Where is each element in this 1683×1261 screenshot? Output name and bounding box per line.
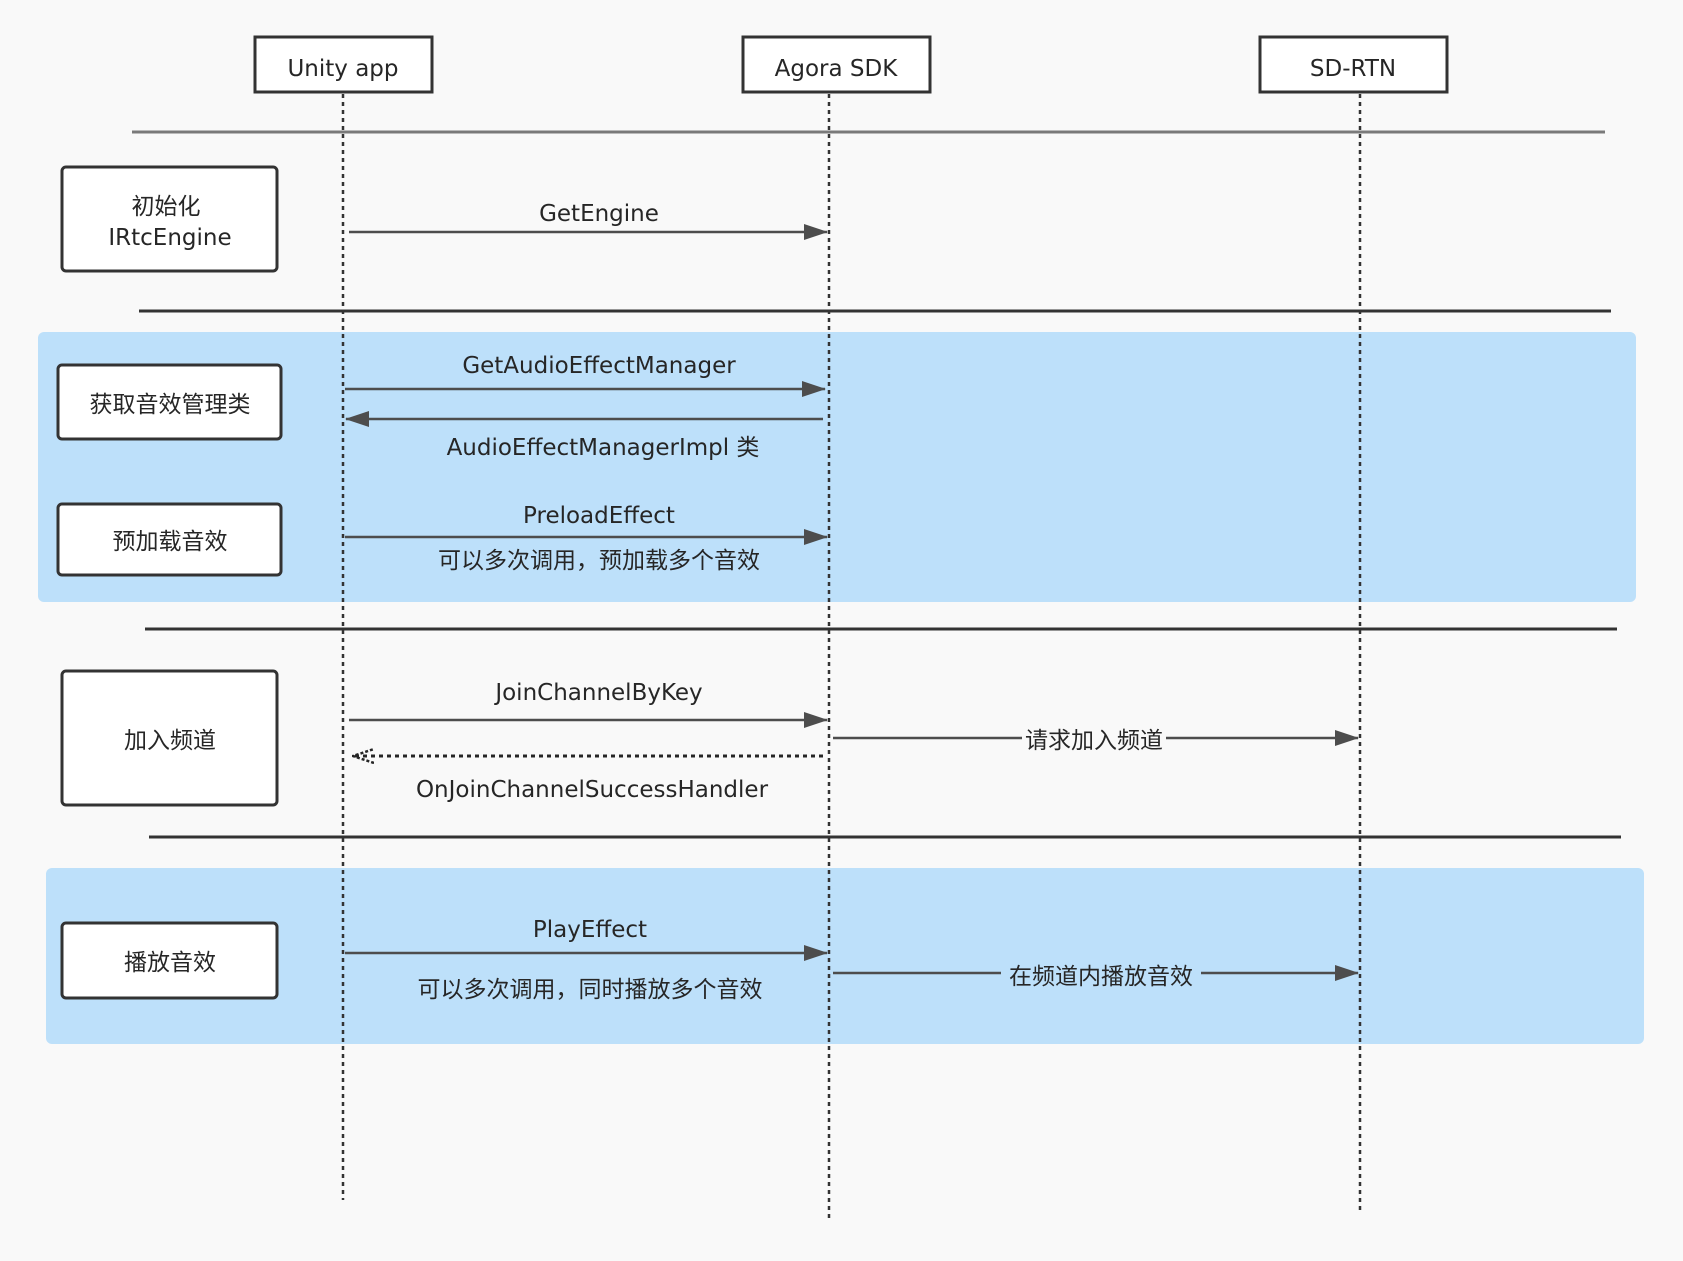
request-join-label-bg	[1022, 722, 1166, 754]
phase-get-manager-label: 获取音效管理类	[90, 392, 251, 418]
phase-join-label: 加入频道	[124, 728, 216, 754]
msg-preload-effect: PreloadEffect	[523, 503, 675, 529]
msg-get-audio-effect-manager: GetAudioEffectManager	[462, 353, 736, 379]
phase-preload-label: 预加载音效	[113, 529, 228, 555]
phase-play-label: 播放音效	[124, 950, 216, 976]
participant-sdk-label: Agora SDK	[775, 56, 899, 82]
phase-get-manager: 获取音效管理类	[56, 363, 283, 441]
phase-init-line1: 初始化	[132, 194, 201, 220]
band-play	[46, 868, 1644, 1044]
phase-init: 初始化 IRtcEngine	[60, 165, 279, 273]
msg-get-engine: GetEngine	[539, 201, 659, 227]
participant-rtn-label: SD-RTN	[1310, 56, 1396, 82]
msg-play-note: 可以多次调用，同时播放多个音效	[418, 977, 763, 1003]
msg-play-effect: PlayEffect	[533, 917, 647, 943]
msg-preload-note: 可以多次调用，预加载多个音效	[438, 548, 760, 574]
play-in-channel-label-bg	[1001, 955, 1201, 991]
band-manager-preload	[38, 332, 1636, 602]
phase-init-line2: IRtcEngine	[108, 225, 231, 251]
participant-unity-label: Unity app	[287, 56, 398, 82]
msg-join-channel-by-key: JoinChannelByKey	[493, 680, 702, 706]
participant-agora-sdk: Agora SDK	[741, 35, 932, 94]
msg-on-join-success: OnJoinChannelSuccessHandler	[416, 777, 769, 803]
msg-play-in-channel: 在频道内播放音效	[1009, 964, 1193, 990]
participant-unity-app: Unity app	[253, 35, 434, 94]
msg-audio-effect-manager-impl: AudioEffectManagerImpl 类	[447, 435, 760, 461]
phase-play: 播放音效	[60, 921, 279, 1000]
phase-join: 加入频道	[60, 669, 279, 807]
msg-request-join: 请求加入频道	[1025, 728, 1163, 754]
phase-preload: 预加载音效	[56, 502, 283, 577]
participant-sd-rtn: SD-RTN	[1258, 35, 1449, 94]
